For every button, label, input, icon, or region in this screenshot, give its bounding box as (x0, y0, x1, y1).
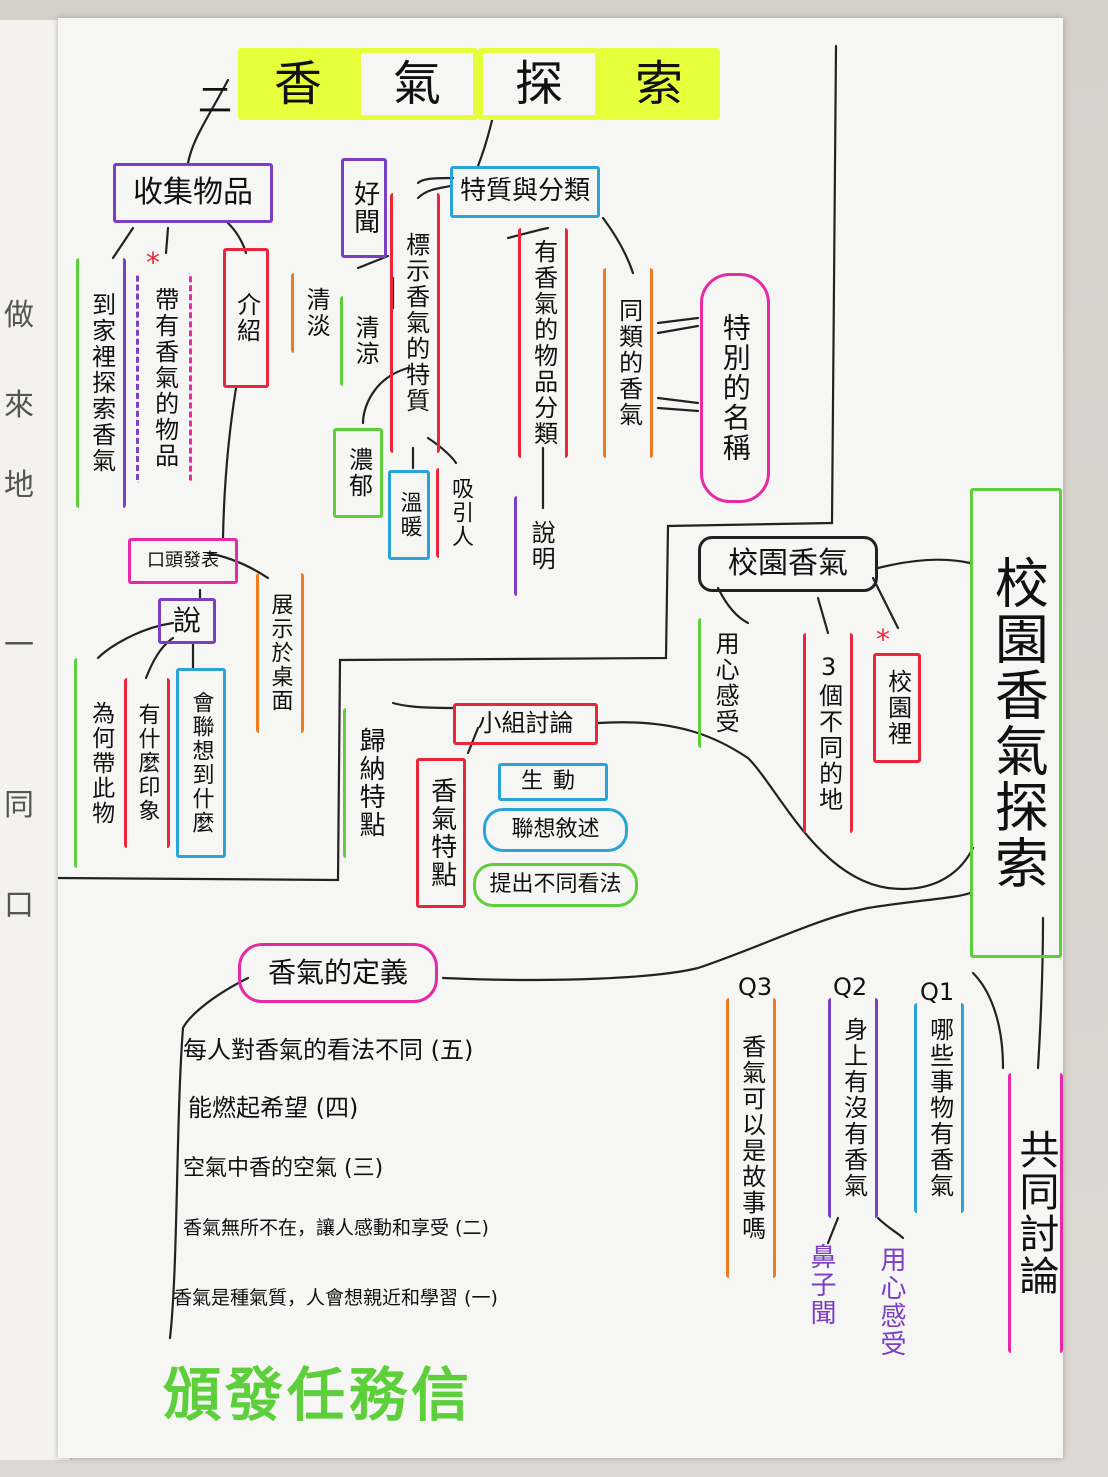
prev-page-char: 口 (4, 888, 34, 923)
induct-features-node: 歸納特點 (343, 708, 393, 858)
q3-node: 香氣可以是故事嗎 (726, 998, 776, 1278)
feel-heart-text: 用心感受 (876, 1246, 906, 1358)
title-char: 香 (273, 55, 322, 112)
definition-item: 香氣無所不在，讓人感動和享受 (二) (183, 1217, 489, 1239)
mission-letter-text: 頒發任務信 (163, 1361, 474, 1429)
group-discussion-box: 小組討論 (453, 703, 598, 745)
bring-item-node: 帶有香氣的物品 (136, 273, 192, 483)
prev-page-char: 同 (4, 788, 34, 823)
vivid-box: 生動 (498, 763, 608, 801)
mark-traits-node: 標示香氣的特質 (390, 193, 440, 453)
definition-item: 空氣中香的空氣 (三) (183, 1156, 384, 1181)
q3-label: Q3 (738, 973, 773, 1001)
warm-node: 溫暖 (388, 470, 430, 560)
definition-box: 香氣的定義 (238, 943, 438, 1003)
campus-aroma-box: 校園香氣 (698, 536, 878, 592)
why-bring-node: 為何帶此物 (74, 658, 124, 868)
title-char-box: 索 (598, 48, 720, 120)
prev-page-char: 一 (4, 628, 34, 663)
feel-with-heart-node: 用心感受 (698, 618, 748, 748)
in-campus-node: 校園裡 (873, 653, 921, 763)
title-prefix: 二 (198, 81, 232, 121)
connector-lines (58, 44, 1045, 1340)
title-char-box: 香 (238, 48, 358, 120)
different-views-box: 提出不同看法 (473, 863, 638, 907)
association-node: 會聯想到什麼 (176, 668, 226, 858)
definition-item: 香氣是種氣質，人會想親近和學習 (一) (173, 1287, 498, 1309)
collect-items-box: 收集物品 (113, 163, 273, 223)
same-kind-node: 同類的香氣 (603, 268, 653, 458)
title-char: 探 (514, 55, 563, 112)
title-char-box: 探 (478, 48, 600, 120)
star-mark: * (146, 246, 160, 279)
discuss-together-node: 共同討論 (1008, 1073, 1063, 1353)
associate-box: 聯想敘述 (483, 808, 628, 852)
attractive-node: 吸引人 (436, 468, 482, 558)
introduce-node: 介紹 (223, 248, 269, 388)
title-char: 氣 (392, 55, 441, 112)
prev-page-char: 做 (4, 298, 34, 333)
star-mark: * (876, 623, 890, 656)
prev-page-char: 地 (4, 468, 34, 503)
pleasant-node: 好聞 (341, 158, 387, 258)
prev-page-char: 來 (4, 388, 34, 423)
nose-smell-text: 鼻子聞 (806, 1243, 836, 1327)
cool-node: 清涼 (340, 296, 386, 386)
mind-map-sheet: 二 香 氣 探 索 收集物品 到家裡探索香氣 * 帶有香氣的物品 介紹 口頭發表… (58, 18, 1063, 1458)
title-char-box: 氣 (356, 48, 478, 120)
q1-node: 哪些事物有香氣 (914, 1003, 964, 1213)
definition-item: 能燃起希望 (四) (188, 1094, 359, 1122)
oral-presentation-box: 口頭發表 (128, 538, 238, 584)
rich-node: 濃郁 (333, 428, 383, 518)
display-node: 展示於桌面 (256, 573, 304, 733)
impression-node: 有什麼印象 (124, 678, 170, 848)
q2-node: 身上有沒有香氣 (828, 998, 878, 1218)
three-places-node: 3個不同的地 (803, 633, 853, 833)
aroma-features-node: 香氣特點 (416, 758, 466, 908)
definition-item: 每人對香氣的看法不同 (五) (183, 1036, 474, 1064)
special-name-node: 特別的名稱 (700, 273, 770, 503)
explore-home-node: 到家裡探索香氣 (76, 258, 126, 508)
title-char: 索 (634, 55, 683, 112)
classify-node: 有香氣的物品分類 (518, 228, 568, 458)
light-node: 清淡 (291, 273, 337, 353)
explain-node: 說明 (514, 496, 564, 596)
features-box: 特質與分類 (450, 166, 600, 218)
campus-explore-title: 校園香氣探索 (970, 488, 1062, 958)
speak-box: 說 (158, 598, 216, 644)
q2-label: Q2 (833, 973, 868, 1001)
q1-label: Q1 (920, 978, 955, 1006)
